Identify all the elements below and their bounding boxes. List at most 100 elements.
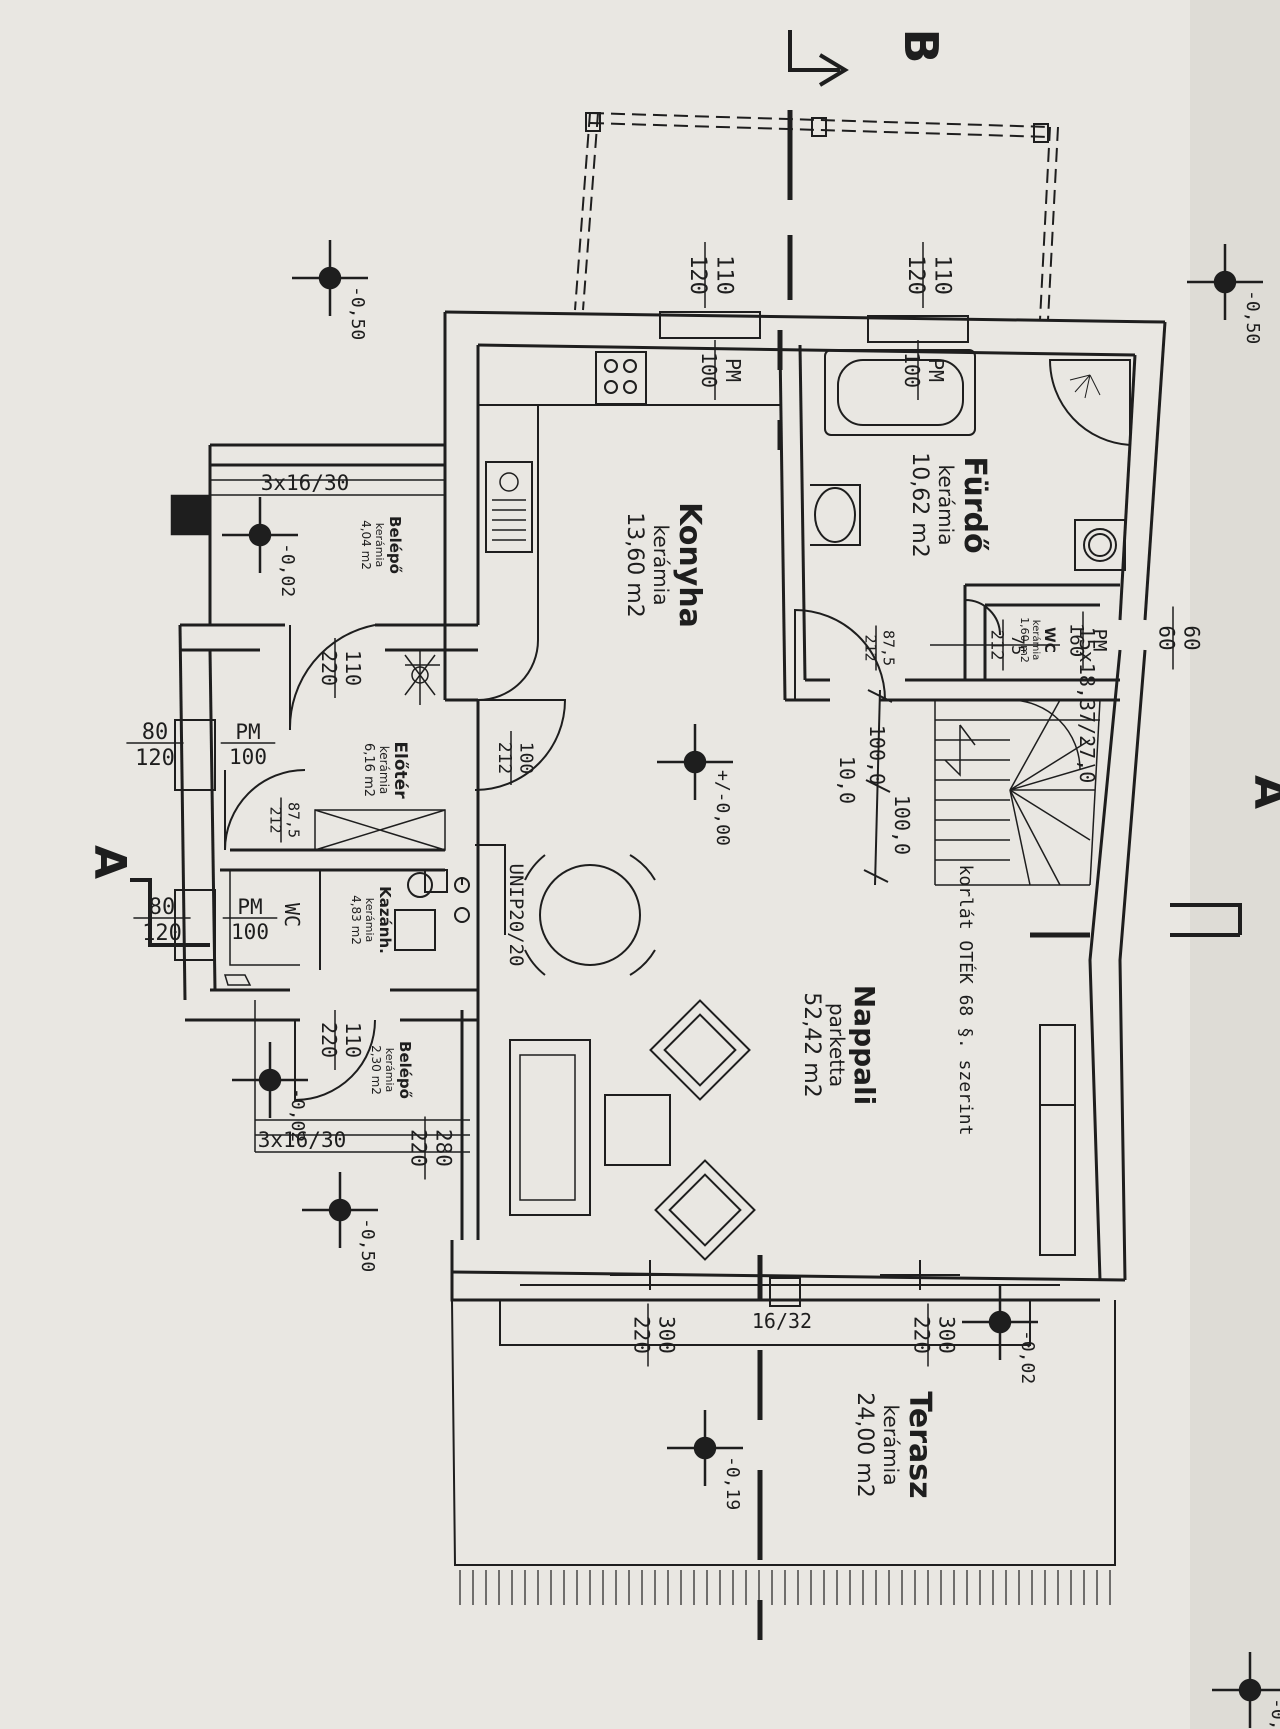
dimension-bottom: 160 bbox=[1066, 623, 1088, 657]
washing-machine bbox=[1074, 519, 1126, 571]
room-floor: kerámia bbox=[879, 1405, 903, 1486]
room-kazanh: Kazánh. kerámia 4,83 m2 bbox=[349, 886, 394, 954]
dimension-top: 80 bbox=[149, 895, 176, 920]
entry-steps-2 bbox=[254, 1000, 470, 1153]
dimension-top: PM bbox=[237, 895, 262, 919]
window-left-2 bbox=[174, 889, 216, 961]
room-area: 52,42 m2 bbox=[799, 992, 824, 1097]
stair-dimension-line bbox=[863, 689, 893, 886]
room-floor: kerámia bbox=[373, 523, 386, 568]
entry-pillar bbox=[170, 494, 212, 536]
room-labels: Fürdő kerámia 10,62 m2 Konyha kerámia 13… bbox=[349, 452, 1057, 1498]
sofa bbox=[509, 1039, 591, 1216]
entry-steps-1 bbox=[210, 479, 445, 496]
dimension-top: 110 bbox=[341, 1022, 365, 1058]
dimension-bottom: 60 bbox=[1155, 625, 1179, 650]
main-staircase bbox=[934, 699, 1101, 886]
cabinet bbox=[1039, 1104, 1076, 1256]
section-labels: B A A bbox=[84, 28, 1280, 879]
section-a-label-right: A bbox=[1244, 775, 1280, 809]
room-name: Konyha bbox=[672, 502, 707, 628]
dimension-top: PM bbox=[924, 358, 948, 382]
room-area: 13,60 m2 bbox=[622, 512, 647, 617]
dimension-top: PM bbox=[721, 358, 745, 382]
dimension-bottom: 220 bbox=[630, 1316, 654, 1354]
level-label: -0,02 bbox=[277, 543, 298, 597]
armchair-1 bbox=[649, 999, 751, 1101]
wc-mark bbox=[229, 870, 300, 966]
room-floor: kerámia bbox=[934, 465, 958, 546]
level-labels: -0,50-0,50-0,02-0,02-0,50+/-0,00-0,02-0,… bbox=[277, 286, 1280, 1729]
window-left-1 bbox=[174, 719, 216, 791]
level-label: -0,02 bbox=[287, 1088, 308, 1142]
room-furdo: Fürdő kerámia 10,62 m2 bbox=[907, 452, 992, 557]
dimension-bottom: 220 bbox=[317, 1022, 341, 1058]
room-floor: kerámia bbox=[363, 898, 376, 943]
level-label: -0,02 bbox=[1017, 1330, 1038, 1384]
sofa-back bbox=[519, 1054, 576, 1201]
entry-block-walls bbox=[178, 443, 478, 1022]
dimension-label: WC bbox=[280, 903, 304, 927]
room-name: Fürdő bbox=[957, 456, 992, 553]
bathroom-walls bbox=[778, 344, 1120, 702]
room-area: 10,62 m2 bbox=[907, 452, 932, 557]
room-name: Nappali bbox=[848, 985, 881, 1106]
door-swings bbox=[224, 410, 1001, 1102]
dimension-bottom: 120 bbox=[685, 255, 710, 295]
room-area: 1,60 m2 bbox=[1018, 617, 1031, 663]
dimension-top: 110 bbox=[711, 255, 736, 295]
dimension-bottom: 212 bbox=[494, 742, 515, 775]
dimension-label: 10,0 bbox=[835, 756, 859, 804]
dimension-bottom: 100 bbox=[229, 745, 267, 769]
room-name: Kazánh. bbox=[376, 886, 394, 954]
dimension-bottom: 100 bbox=[697, 352, 721, 388]
room-floor: kerámia bbox=[377, 746, 391, 795]
room-wc: WC kerámia 1,60 m2 bbox=[1018, 617, 1057, 663]
washbasin bbox=[810, 484, 861, 546]
room-floor: kerámia bbox=[383, 1048, 396, 1093]
room-floor: parketta bbox=[825, 1003, 849, 1087]
dimension-top: PM bbox=[1088, 629, 1110, 652]
level-markers bbox=[222, 240, 1280, 1728]
dimension-bottom: 220 bbox=[910, 1316, 934, 1354]
dimension-label: UNIP20/20 bbox=[505, 864, 527, 967]
shower-lines bbox=[1069, 374, 1101, 399]
terrace-edge-hatch bbox=[459, 1570, 1111, 1605]
dimension-top: 87,5 bbox=[285, 802, 303, 838]
pergola-post bbox=[585, 112, 601, 132]
dimension-bottom: 220 bbox=[407, 1129, 431, 1167]
room-terasz: Terasz kerámia 24,00 m2 bbox=[852, 1391, 937, 1498]
shower-tray bbox=[1048, 359, 1131, 447]
dimension-bottom: 212 bbox=[862, 634, 880, 661]
room-name: Előtér bbox=[390, 741, 410, 799]
room-area: 6,16 m2 bbox=[361, 743, 376, 797]
paper-right-shade bbox=[1190, 0, 1280, 1729]
level-label: -0,5 bbox=[1267, 1698, 1280, 1729]
dimension-bottom: 120 bbox=[903, 255, 928, 295]
dimension-top: 75 bbox=[1007, 635, 1027, 655]
level-label: -0,50 bbox=[1242, 290, 1263, 344]
coffee-table bbox=[604, 1094, 671, 1166]
armchair-2 bbox=[654, 1159, 756, 1261]
dimension-label: 3x16/30 bbox=[261, 471, 350, 495]
room-area: 24,00 m2 bbox=[852, 1392, 877, 1497]
section-line-a bbox=[130, 878, 1242, 947]
dimension-bottom: 220 bbox=[317, 650, 341, 686]
terrace-doors bbox=[520, 1255, 1060, 1307]
room-area: 4,83 m2 bbox=[349, 895, 363, 945]
pergola-outline bbox=[574, 112, 1059, 321]
boiler-room bbox=[319, 844, 506, 970]
dimension-top: 300 bbox=[935, 1316, 959, 1354]
dimension-bottom: 100 bbox=[900, 352, 924, 388]
room-name: Terasz bbox=[902, 1391, 937, 1498]
room-name: Belépő bbox=[386, 516, 404, 574]
room-belepo-2: Belépő kerámia 2,30 m2 bbox=[369, 1041, 414, 1099]
dimension-top: 87,5 bbox=[880, 630, 898, 666]
section-b-label: B bbox=[894, 28, 948, 63]
exterior-walls bbox=[443, 310, 1167, 1302]
dining-table bbox=[524, 854, 656, 976]
dimension-top: 80 bbox=[142, 720, 169, 745]
bathtub bbox=[824, 349, 976, 436]
